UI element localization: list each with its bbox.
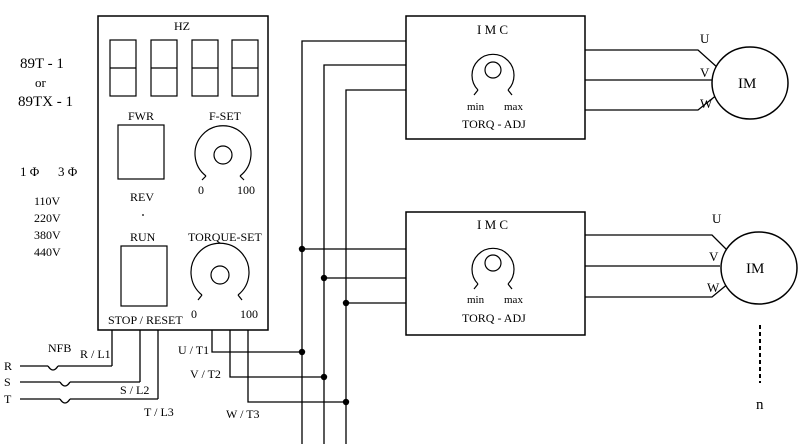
motor1-v: V (700, 65, 710, 80)
voltage-440: 440V (34, 245, 61, 259)
t2-label: V / T2 (190, 367, 221, 381)
display-digit-2 (150, 39, 178, 97)
motor-1 (711, 46, 789, 120)
run-button[interactable] (120, 245, 168, 307)
imc1-max: max (504, 101, 523, 113)
imc2-input-wires (302, 248, 406, 304)
stop-reset-label: STOP / RESET (108, 313, 183, 327)
l1-label: R / L1 (80, 347, 111, 361)
imc2-torque-knob[interactable] (471, 247, 515, 290)
imc2-min: min (467, 294, 485, 306)
t3-label: W / T3 (226, 407, 260, 421)
junction-dots (298, 245, 350, 406)
display-digit-1 (109, 39, 137, 97)
voltage-380: 380V (34, 228, 61, 242)
motor2-u: U (712, 211, 722, 226)
hz-label: HZ (174, 19, 190, 33)
imc1-title: I M C (477, 22, 508, 37)
motor1-wires (585, 49, 719, 111)
input-s-label: S (4, 375, 11, 389)
input-r-label: R (4, 359, 12, 373)
input-wire-s (20, 330, 141, 387)
motor-2 (720, 231, 798, 305)
model-label-2: 89TX - 1 (18, 94, 73, 110)
model-label-1: 89T - 1 (20, 56, 64, 72)
motor1-w: W (700, 96, 713, 111)
input-wire-r (20, 330, 113, 371)
imc2-max: max (504, 294, 523, 306)
motor2-label: IM (746, 261, 764, 277)
run-label: RUN (130, 230, 156, 244)
torque-set-label: TORQUE-SET (188, 230, 262, 244)
fset-knob[interactable] (194, 125, 252, 181)
imc2-title: I M C (477, 217, 508, 232)
input-t-label: T (4, 392, 12, 406)
motor1-u: U (700, 31, 710, 46)
voltage-110: 110V (34, 194, 61, 208)
imc1-min: min (467, 101, 485, 113)
fset-max: 100 (237, 183, 255, 197)
voltage-220: 220V (34, 211, 61, 225)
imc1-torque-knob[interactable] (471, 53, 515, 96)
output-wire-t1 (211, 330, 302, 353)
n-label: n (756, 397, 764, 413)
motor2-w: W (707, 280, 720, 295)
motor1-label: IM (738, 76, 756, 92)
model-label-or: or (35, 75, 47, 90)
phase-single-label: 1 Φ (20, 164, 40, 179)
switch-dot (142, 214, 144, 216)
fset-label: F-SET (209, 109, 242, 123)
t1-label: U / T1 (178, 343, 209, 357)
display-digit-3 (191, 39, 219, 97)
bus-lines (301, 40, 406, 444)
imc1-adj-label: TORQ - ADJ (462, 117, 526, 131)
controller-box (97, 15, 269, 331)
fset-min: 0 (198, 183, 204, 197)
l3-label: T / L3 (144, 405, 174, 419)
imc2-adj-label: TORQ - ADJ (462, 311, 526, 325)
output-wire-t2 (229, 330, 324, 378)
phase-three-label: 3 Φ (58, 164, 78, 179)
display-digit-4 (231, 39, 259, 97)
torque-set-knob[interactable] (190, 242, 250, 301)
fwr-label: FWR (128, 109, 154, 123)
input-wire-t (20, 330, 159, 404)
l2-label: S / L2 (120, 383, 149, 397)
torque-min: 0 (191, 307, 197, 321)
torque-max: 100 (240, 307, 258, 321)
motor2-v: V (709, 249, 719, 264)
output-wire-t3 (247, 330, 346, 403)
rev-label: REV (130, 190, 154, 204)
imc-box-2 (405, 211, 586, 336)
fwr-rev-switch[interactable] (117, 124, 165, 180)
motor2-wires (585, 234, 730, 298)
nfb-label: NFB (48, 341, 71, 355)
